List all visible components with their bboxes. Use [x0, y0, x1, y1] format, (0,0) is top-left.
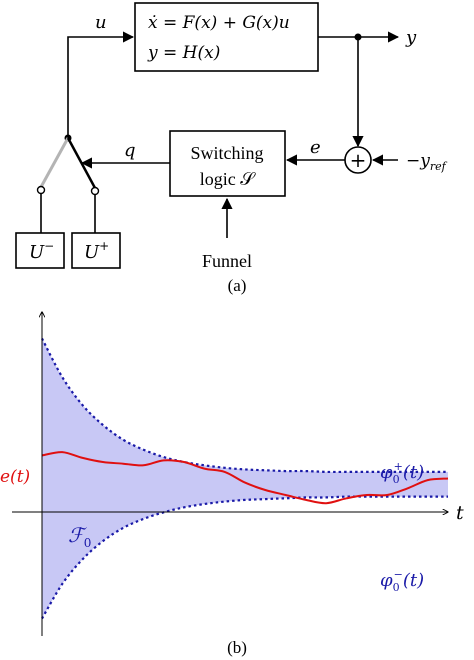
funnel-input-label: Funnel — [202, 251, 252, 271]
switch-arm-active — [66, 137, 97, 189]
controller-minus-block — [15, 232, 65, 269]
signal-y-label: y — [405, 27, 417, 48]
lower-bound-label: φ0−(t) — [380, 568, 424, 594]
signal-e-label: e — [310, 137, 321, 158]
switching-logic-label-line2: logic 𝒮 — [200, 169, 256, 189]
switch-contact-plus — [90, 186, 100, 196]
controller-plus-block — [71, 232, 121, 269]
switching-logic-label-line1: Switching — [190, 143, 263, 163]
plant-state-equation: ẋ = F(x) + G(x)u — [148, 13, 290, 33]
plant-output-equation: y = H(x) — [147, 43, 220, 63]
sum-junction-symbol: + — [350, 148, 367, 172]
switching-logic-block — [169, 130, 286, 197]
block-diagram: ẋ = F(x) + G(x)u y = H(x) y + −yref e Sw… — [15, 2, 448, 295]
funnel-lower-boundary — [41, 495, 448, 620]
controller-minus-label: U− — [29, 239, 54, 263]
error-label: e(t) — [0, 467, 30, 487]
funnel-set-label: ℱ0 — [68, 523, 91, 550]
signal-u-label: u — [95, 12, 107, 33]
switch-contact-minus — [36, 185, 46, 195]
caption-b: (b) — [227, 638, 247, 657]
signal-q-label: q — [124, 140, 136, 161]
controller-plus-label: U+ — [84, 239, 109, 263]
upper-bound-label: φ0+(t) — [380, 460, 424, 486]
plant-block — [134, 2, 319, 72]
funnel-region — [42, 338, 448, 619]
error-curve — [41, 451, 449, 505]
signal-yref-label: −yref — [406, 151, 448, 173]
control-u-line — [67, 31, 135, 136]
t-axis-label: t — [456, 502, 464, 524]
switch-arm-inactive — [39, 137, 70, 188]
caption-a: (a) — [228, 276, 247, 295]
funnel-plot: t e(t) ℱ0 φ0+(t) φ0−(t) (b) — [0, 312, 464, 657]
